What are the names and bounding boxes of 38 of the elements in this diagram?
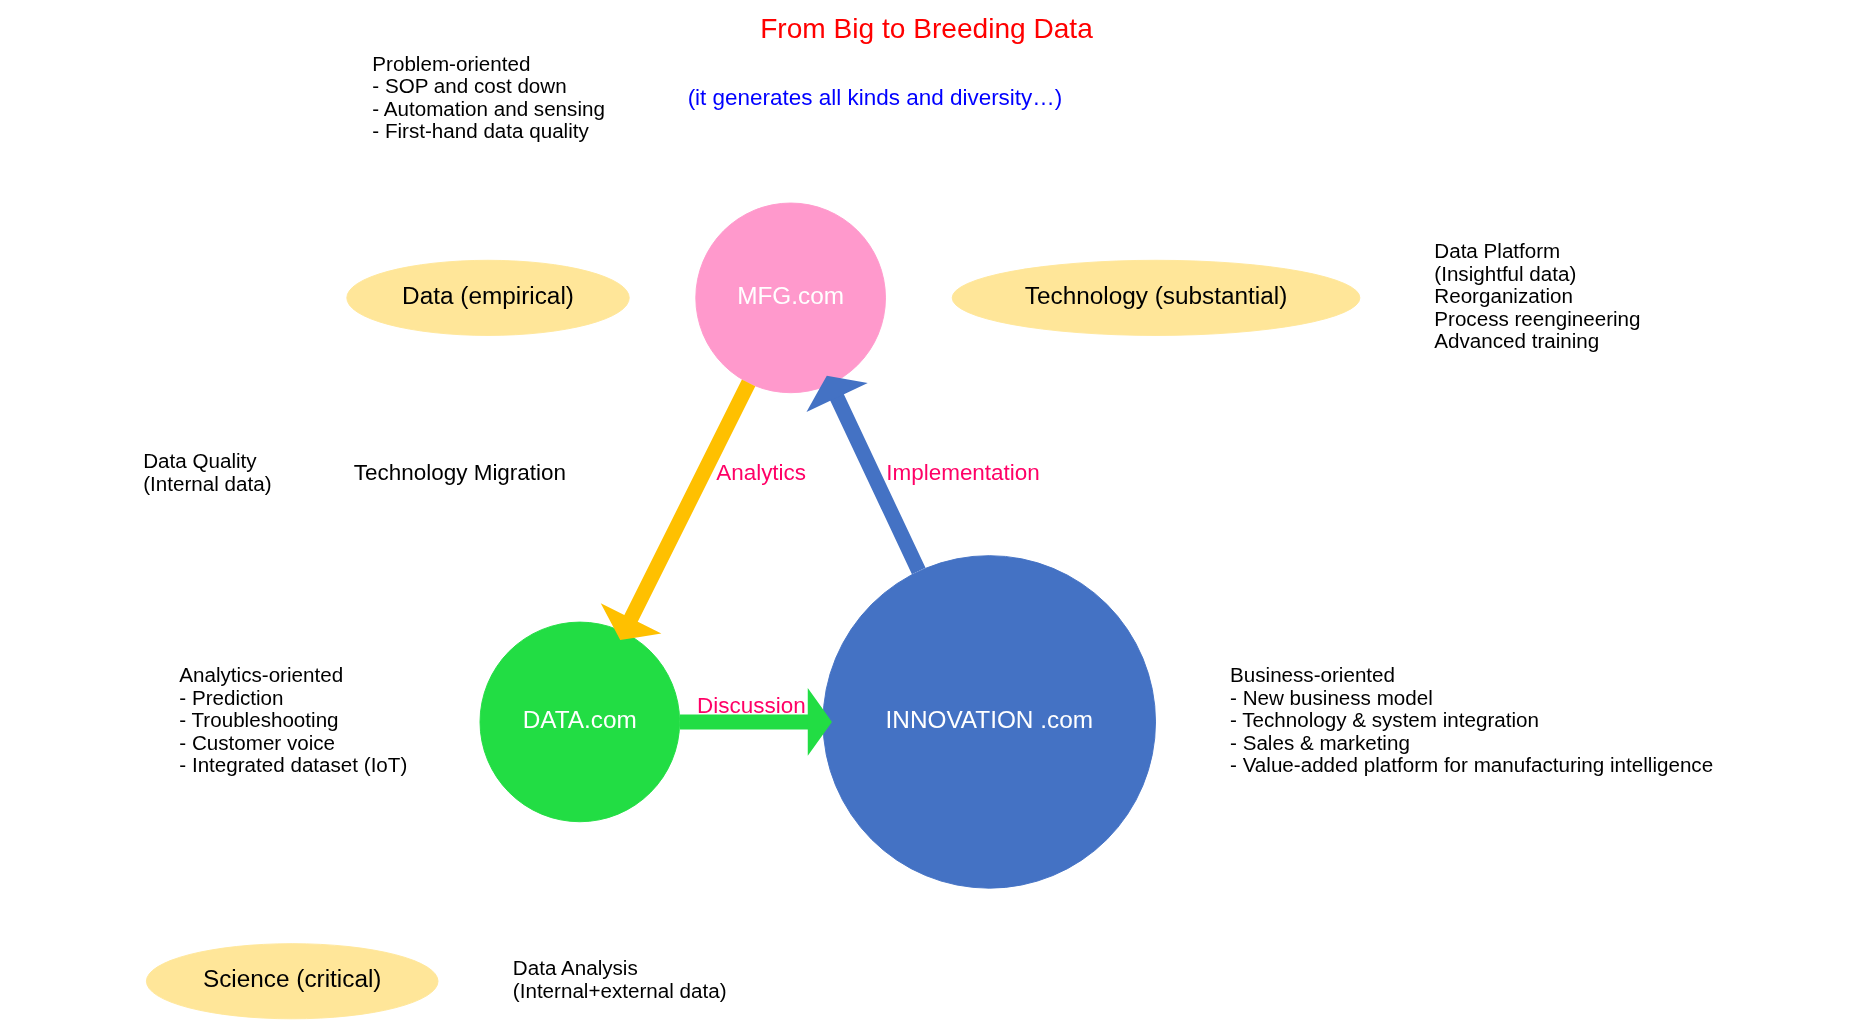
node-label: - SOP and cost down [371, 74, 567, 98]
edge-label: Discussion [696, 692, 806, 718]
node-label: - New business model [1229, 685, 1433, 709]
node-label: Data Platform [1433, 239, 1560, 263]
node-label: - Integrated dataset (IoT) [178, 753, 407, 777]
node-label: (Internal data) [142, 471, 272, 495]
node-circle: INNOVATION .com [822, 555, 1156, 889]
node-label: - Value-added platform for manufacturing intelligence [1229, 753, 1713, 777]
node-label: - Customer voice [178, 730, 335, 754]
node-ellipse: Science (critical) [145, 943, 438, 1020]
node-label: Analytics-oriented [178, 663, 343, 687]
node-label: (Insightful data) [1433, 261, 1576, 285]
node-circle: MFG.com [694, 202, 886, 394]
node-label: - Automation and sensing [371, 96, 605, 120]
arrow [679, 688, 832, 756]
node-label: - First-hand data quality [371, 119, 589, 143]
node-label: Process reengineering [1433, 306, 1641, 330]
node-ellipse: Technology (substantial) [951, 259, 1360, 336]
node-label: Data Quality [142, 449, 257, 473]
node-label: - Prediction [178, 685, 284, 709]
node-label: Problem-oriented [371, 51, 530, 75]
arrow [600, 379, 755, 641]
edge-label: Analytics [715, 459, 806, 485]
node-label: Business-oriented [1229, 663, 1395, 687]
label: (it generates all kinds and diversity…) [687, 84, 1062, 110]
arrow [805, 375, 925, 575]
diagram-title: From Big to Breeding Data [759, 13, 1093, 45]
node-label: Advanced training [1433, 329, 1599, 353]
node-label: - Troubleshooting [178, 708, 339, 732]
node-label: Reorganization [1433, 284, 1573, 308]
node-label: (Internal+external data) [512, 978, 727, 1002]
edge-label: Implementation [885, 459, 1040, 485]
node-ellipse: Data (empirical) [345, 259, 630, 336]
node-label: - Technology & system integration [1229, 708, 1539, 732]
node-circle: DATA.com [479, 621, 680, 823]
label: Technology Migration [353, 459, 566, 485]
node-label: - Sales & marketing [1229, 730, 1410, 754]
node-label: Data Analysis [512, 956, 638, 980]
